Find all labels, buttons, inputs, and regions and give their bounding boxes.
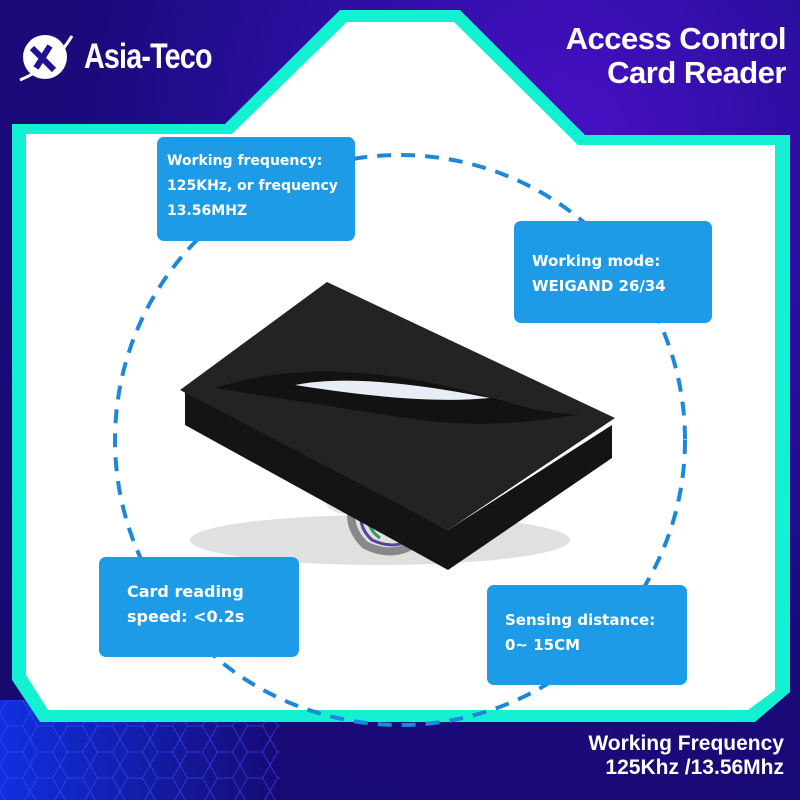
feature-value: 125KHz, or frequency (167, 178, 338, 194)
feature-label: Sensing distance: (505, 611, 656, 629)
feature-value: WEIGAND 26/34 (532, 277, 666, 295)
title-line2: Card Reader (607, 55, 786, 90)
feature-card-reading-speed: Card reading speed: <0.2s (99, 557, 299, 657)
feature-value: 0~ 15CM (505, 636, 581, 654)
footer-line1: Working Frequency (588, 732, 784, 755)
feature-value: speed: <0.2s (127, 607, 245, 626)
feature-label: Card reading (127, 582, 244, 601)
brand-name: Asia-Teco (84, 37, 212, 76)
feature-label: Working frequency: (167, 153, 323, 169)
feature-working-mode: Working mode: WEIGAND 26/34 (514, 221, 712, 323)
page-title: Access Control Card Reader (565, 21, 787, 90)
brand-logo: Asia-Teco (14, 26, 240, 88)
feature-label: Working mode: (532, 252, 661, 270)
feature-value: 13.56MHZ (167, 203, 248, 219)
feature-working-frequency: Working frequency: 125KHz, or frequency … (157, 137, 355, 241)
globe-x-icon (19, 35, 74, 82)
title-line1: Access Control (565, 21, 787, 56)
footer-caption: Working Frequency 125Khz /13.56Mhz (588, 732, 784, 780)
footer-line2: 125Khz /13.56Mhz (605, 756, 784, 779)
feature-sensing-distance: Sensing distance: 0~ 15CM (487, 585, 687, 685)
